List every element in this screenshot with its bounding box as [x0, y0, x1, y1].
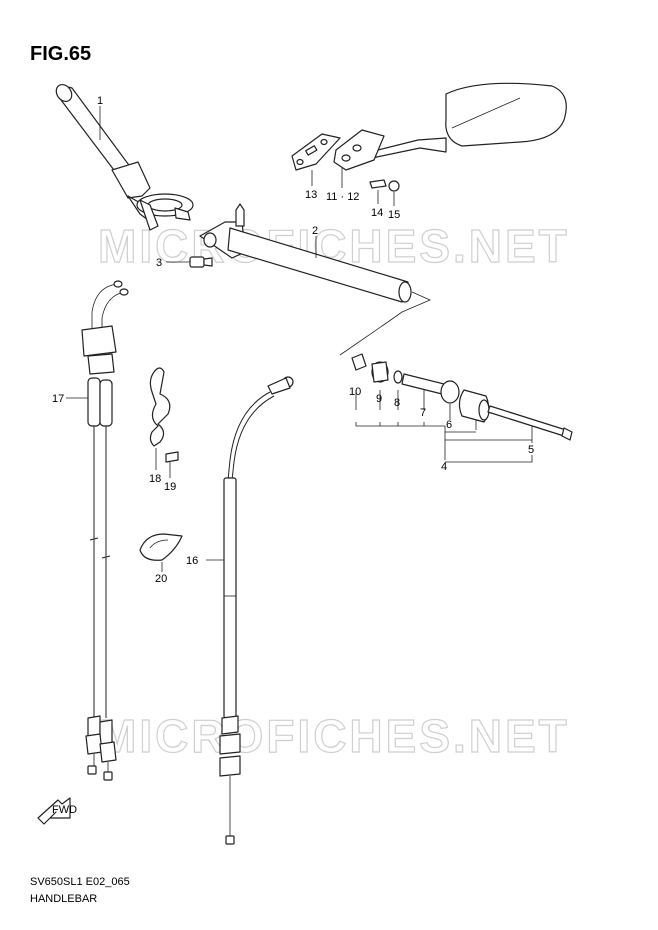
- callout-18: 18: [149, 473, 161, 485]
- right-handlebar-part: [199, 203, 431, 356]
- callout-10: 10: [349, 386, 361, 398]
- callout-3: 3: [156, 257, 162, 269]
- callout-9: 9: [376, 393, 382, 405]
- callout-4: 4: [441, 461, 447, 473]
- callout-17: 17: [52, 393, 64, 405]
- callout-5: 5: [528, 444, 534, 456]
- cable-clamp-part: [149, 367, 179, 478]
- callout-14: 14: [371, 207, 383, 219]
- callout-1: 1: [97, 95, 103, 107]
- forward-arrow-icon: FWD: [37, 797, 77, 825]
- callout-15: 15: [388, 209, 400, 221]
- bar-end-weight-assembly: [351, 353, 573, 463]
- callout-16: 16: [186, 555, 198, 567]
- callout-11-12: 11 · 12: [326, 191, 359, 203]
- callout-6: 6: [446, 419, 452, 431]
- callout-20: 20: [155, 573, 167, 585]
- left-handlebar-part: [55, 84, 194, 231]
- callout-7: 7: [420, 407, 426, 419]
- callout-8: 8: [394, 397, 400, 409]
- watermark-bottom: MICROFICHES.NET: [98, 710, 570, 762]
- figure-code: SV650SL1 E02_065: [30, 876, 130, 888]
- callout-19: 19: [164, 481, 176, 493]
- clutch-cable: [206, 376, 294, 845]
- callout-13: 13: [305, 189, 317, 201]
- callout-2: 2: [312, 225, 318, 237]
- figure-title: FIG.65: [30, 43, 91, 65]
- throttle-cables: [66, 280, 129, 781]
- fwd-label: FWD: [52, 804, 77, 816]
- clip-part: [139, 533, 183, 572]
- figure-name: HANDLEBAR: [30, 893, 97, 905]
- mirror-assembly: [291, 82, 567, 206]
- bolt-part: [166, 256, 213, 268]
